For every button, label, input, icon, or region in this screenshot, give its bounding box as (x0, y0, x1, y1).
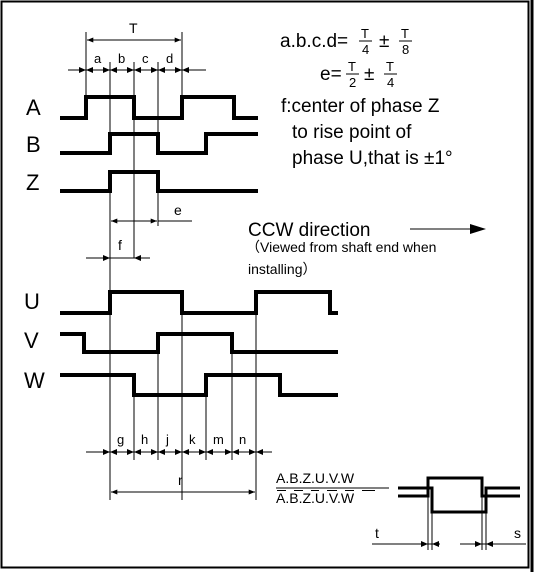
svg-text:T: T (386, 59, 394, 74)
segment-label-k: k (189, 432, 196, 447)
direction-note: CCW direction （Viewed from shaft end whe… (246, 220, 486, 277)
r-dimension: r (111, 472, 255, 495)
waveform-w (60, 373, 338, 397)
f-dimension: f (86, 226, 150, 292)
commutation-waveforms: U V W (24, 289, 338, 397)
svg-text:4: 4 (362, 42, 369, 57)
segment-label-b: b (118, 51, 125, 66)
svg-text:e=: e= (320, 64, 342, 85)
waveform-negative (398, 486, 520, 514)
svg-text:4: 4 (387, 75, 394, 90)
svg-text:a.b.c.d=: a.b.c.d= (280, 31, 348, 52)
waveform-z (60, 170, 258, 193)
signal-label-b: B (26, 132, 41, 157)
signal-label-v: V (24, 328, 39, 353)
period-dimension: T (85, 20, 183, 100)
segment-label-n: n (239, 432, 246, 447)
segment-label-a: a (94, 51, 102, 66)
svg-text:2: 2 (349, 75, 356, 90)
svg-text:8: 8 (402, 42, 409, 57)
waveform-a (60, 95, 258, 120)
segment-label-j: j (165, 432, 169, 447)
formula-e: e= T 2 ± T 4 (320, 59, 397, 90)
f-label: f (118, 237, 122, 253)
encoder-waveforms: A B Z (26, 95, 258, 195)
waveform-positive (398, 476, 520, 498)
segment-label-m: m (213, 432, 224, 447)
waveform-u (60, 290, 338, 315)
svg-text:T: T (401, 26, 409, 41)
svg-text:installing）: installing） (248, 261, 316, 277)
r-label: r (178, 472, 183, 488)
signal-label-u: U (24, 289, 40, 314)
svg-text:to rise point of: to rise point of (292, 122, 412, 143)
period-label: T (129, 20, 138, 36)
e-label: e (174, 202, 182, 218)
differential-output: A.B.Z.U.V.W A.B.Z.U.V.W t s (276, 470, 526, 550)
s-label: s (514, 525, 521, 541)
segment-label-c: c (142, 51, 149, 66)
svg-text:CCW direction: CCW direction (248, 220, 370, 241)
waveform-v (60, 332, 338, 354)
differential-label-top: A.B.Z.U.V.W (276, 470, 355, 486)
svg-text:T: T (361, 26, 369, 41)
t-label: t (375, 525, 379, 541)
f-explanation: f:center of phase Z to rise point of pha… (281, 96, 453, 169)
svg-text:±: ± (379, 31, 389, 52)
abcd-segments: a b c d (68, 51, 206, 258)
direction-arrow-icon (470, 224, 486, 234)
segment-label-h: h (141, 432, 148, 447)
segment-label-d: d (166, 51, 173, 66)
svg-text:T: T (348, 59, 356, 74)
signal-label-z: Z (26, 170, 39, 195)
ghjkmn-segments: g h j k m n (86, 313, 272, 500)
svg-text:phase U,that is ±1°: phase U,that is ±1° (292, 148, 453, 169)
svg-text:f:center of phase Z: f:center of phase Z (281, 96, 440, 117)
waveform-b (60, 132, 258, 155)
svg-text:±: ± (364, 64, 374, 85)
signal-label-a: A (26, 95, 41, 120)
segment-label-g: g (117, 432, 124, 447)
e-dimension: e (109, 191, 192, 226)
signal-label-w: W (24, 368, 45, 393)
formula-abcd: a.b.c.d= T 4 ± T 8 (280, 26, 412, 57)
svg-text:（Viewed from shaft end when: （Viewed from shaft end when (246, 239, 436, 255)
differential-label-bottom: A.B.Z.U.V.W (276, 490, 355, 506)
